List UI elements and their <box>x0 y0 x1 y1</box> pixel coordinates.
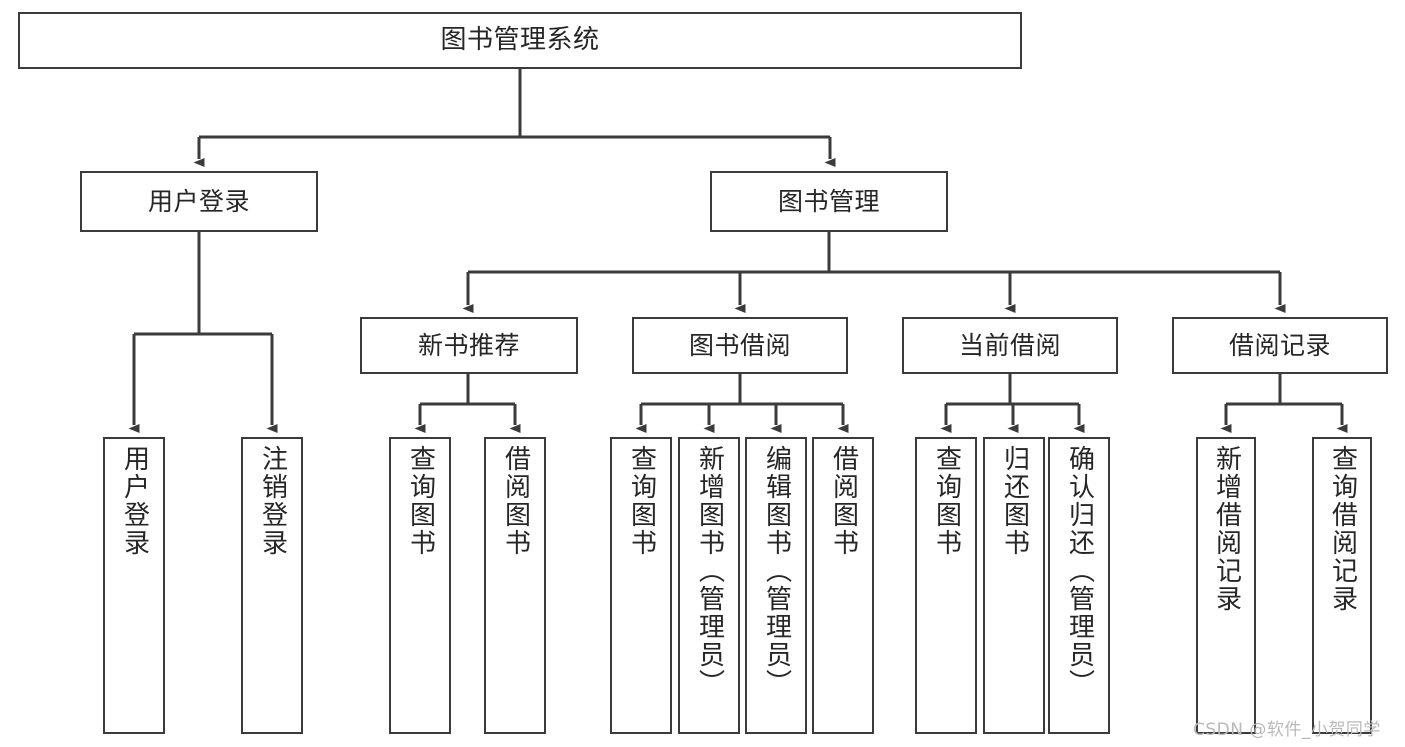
node-new-book-recommend-label: 新书推荐 <box>417 330 520 360</box>
node-leaf-user-login-label: 用户登录 <box>119 445 150 557</box>
node-leaf-borrow-query-book[interactable]: 查询图书 <box>610 437 672 734</box>
node-book-borrow-label: 图书借阅 <box>688 330 791 360</box>
node-current-borrow-label: 当前借阅 <box>958 330 1061 360</box>
node-book-borrow[interactable]: 图书借阅 <box>632 317 848 374</box>
node-leaf-rec-query-record-label: 查询借阅记录 <box>1327 445 1358 613</box>
node-leaf-borrow-borrow-book[interactable]: 借阅图书 <box>812 437 874 734</box>
node-leaf-borrow-borrow-book-label: 借阅图书 <box>828 445 859 557</box>
node-leaf-cur-return-book[interactable]: 归还图书 <box>983 437 1045 734</box>
node-leaf-user-logout[interactable]: 注销登录 <box>241 437 303 734</box>
node-leaf-rec-add-record[interactable]: 新增借阅记录 <box>1196 437 1256 734</box>
node-leaf-cur-query-book[interactable]: 查询图书 <box>915 437 977 734</box>
node-leaf-borrow-edit-book-label: 编辑图书（管理员） <box>761 445 792 697</box>
node-leaf-rec-query-book[interactable]: 查询图书 <box>389 437 451 734</box>
node-book-manage-label: 图书管理 <box>777 186 880 216</box>
node-current-borrow[interactable]: 当前借阅 <box>902 317 1118 374</box>
node-leaf-user-login[interactable]: 用户登录 <box>103 437 165 734</box>
node-leaf-rec-add-record-label: 新增借阅记录 <box>1211 445 1242 613</box>
node-leaf-cur-return-book-label: 归还图书 <box>999 445 1030 557</box>
node-leaf-borrow-add-book-label: 新增图书（管理员） <box>694 445 725 697</box>
node-new-book-recommend[interactable]: 新书推荐 <box>360 317 578 374</box>
node-borrow-record[interactable]: 借阅记录 <box>1172 317 1388 374</box>
node-leaf-borrow-add-book[interactable]: 新增图书（管理员） <box>678 437 740 734</box>
node-leaf-borrow-query-book-label: 查询图书 <box>626 445 657 557</box>
node-leaf-rec-query-book-label: 查询图书 <box>405 445 436 557</box>
node-leaf-borrow-edit-book[interactable]: 编辑图书（管理员） <box>745 437 807 734</box>
node-leaf-cur-confirm-return[interactable]: 确认归还（管理员） <box>1048 437 1110 734</box>
node-leaf-cur-query-book-label: 查询图书 <box>931 445 962 557</box>
node-book-manage[interactable]: 图书管理 <box>710 171 948 232</box>
csdn-watermark: CSDN @软件_小贺同学 <box>1193 720 1381 740</box>
node-leaf-rec-borrow-book[interactable]: 借阅图书 <box>484 437 546 734</box>
node-root-label: 图书管理系统 <box>440 25 600 56</box>
node-user-login[interactable]: 用户登录 <box>80 171 318 232</box>
node-root[interactable]: 图书管理系统 <box>18 12 1022 69</box>
node-leaf-cur-confirm-return-label: 确认归还（管理员） <box>1064 445 1095 697</box>
node-leaf-user-logout-label: 注销登录 <box>257 445 288 557</box>
node-borrow-record-label: 借阅记录 <box>1228 330 1331 360</box>
node-user-login-label: 用户登录 <box>147 186 250 216</box>
node-leaf-rec-query-record[interactable]: 查询借阅记录 <box>1312 437 1372 734</box>
node-leaf-rec-borrow-book-label: 借阅图书 <box>500 445 531 557</box>
